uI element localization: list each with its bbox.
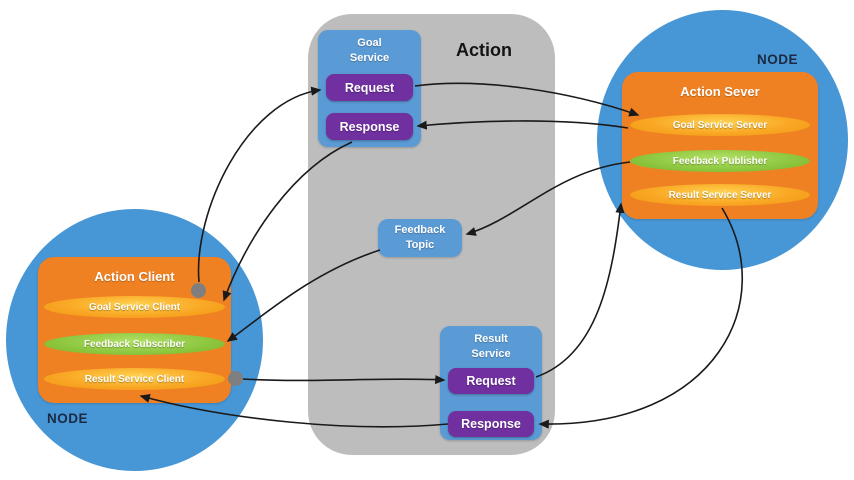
feedback-subscriber-pill: Feedback Subscriber — [44, 333, 225, 355]
result-service-client-pill: Result Service Client — [44, 368, 225, 390]
feedback-publisher-label: Feedback Publisher — [672, 155, 768, 167]
feedback-topic-label: Feedback Topic — [394, 224, 446, 251]
goal-service-server-label: Goal Service Server — [672, 119, 768, 131]
result-response-box: Response — [448, 411, 534, 437]
result-service-label: Result Service — [471, 333, 511, 360]
goal-response-box: Response — [326, 113, 413, 140]
feedback-publisher-pill: Feedback Publisher — [630, 150, 810, 172]
connector-dot-result — [228, 371, 243, 386]
result-service-server-label: Result Service Server — [668, 189, 772, 201]
feedback-topic-box: Feedback Topic — [378, 219, 462, 257]
result-request-box: Request — [448, 368, 534, 394]
goal-service-label: Goal Service — [349, 37, 390, 64]
connector-dot-goal — [191, 283, 206, 298]
action-server-title: Action Sever — [680, 84, 760, 99]
result-service-client-label: Result Service Client — [84, 373, 185, 385]
goal-service-client-label: Goal Service Client — [88, 301, 181, 313]
goal-request-box: Request — [326, 74, 413, 101]
goal-service-server-pill: Goal Service Server — [630, 114, 810, 136]
goal-service-box: Goal Service Request Response — [318, 30, 421, 147]
result-service-box: Result Service Request Response — [440, 326, 542, 440]
feedback-subscriber-label: Feedback Subscriber — [83, 338, 186, 350]
server-node-label: NODE — [757, 52, 799, 67]
action-client-box: Action Client Goal Service Client Feedba… — [38, 257, 231, 403]
action-server-box: Action Sever Goal Service Server Feedbac… — [622, 72, 818, 219]
goal-service-client-pill: Goal Service Client — [44, 296, 225, 318]
action-client-title: Action Client — [94, 269, 175, 284]
result-service-server-pill: Result Service Server — [630, 184, 810, 206]
action-title: Action — [456, 40, 512, 60]
client-node-label: NODE — [47, 411, 89, 426]
